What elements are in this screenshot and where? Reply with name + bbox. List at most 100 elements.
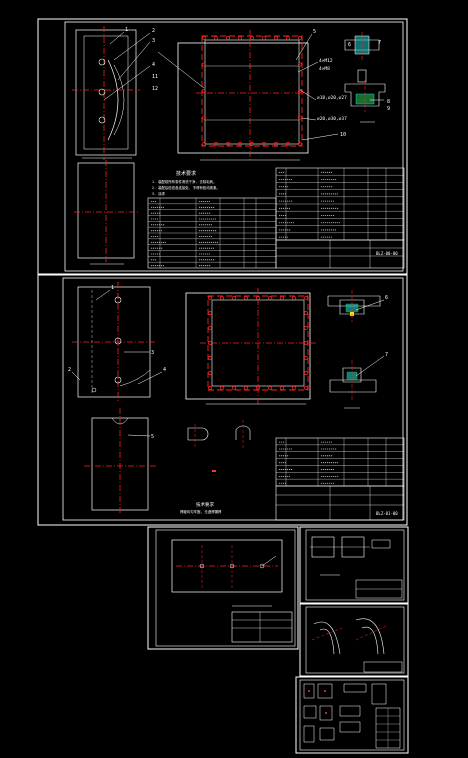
callout: 4×M8 xyxy=(319,66,330,72)
parts-list-right xyxy=(275,167,405,241)
bolt-hole xyxy=(244,296,248,300)
notes-title: 技术要求 xyxy=(196,501,214,508)
bolt-hole xyxy=(226,36,230,40)
leader-lines xyxy=(71,289,385,437)
parts-list-sheet2 xyxy=(275,437,405,487)
detail-view-block xyxy=(329,360,377,409)
bolt-hole xyxy=(262,142,266,146)
part-drawing-4 xyxy=(299,526,409,604)
callout: 4×M12 xyxy=(319,58,333,64)
bolt-hole xyxy=(238,142,242,146)
bolt-hole xyxy=(298,115,302,120)
leader-label: 2 xyxy=(68,367,71,373)
bolt-hole xyxy=(208,311,212,315)
bolt-hole xyxy=(244,386,248,390)
parts-list-rows xyxy=(148,198,276,268)
detail-view-section xyxy=(344,80,386,123)
callout: ∅18,∅20,∅27 xyxy=(317,95,347,101)
bolt-hole xyxy=(208,326,212,330)
bolt-hole xyxy=(304,311,308,315)
side-view xyxy=(72,26,140,160)
leader-label: 1 xyxy=(125,27,128,33)
bolt-hole xyxy=(256,296,260,300)
leader-label: 2 xyxy=(152,28,155,34)
bolt-hole xyxy=(268,296,272,300)
bolt-hole xyxy=(232,386,236,390)
bolt-hole xyxy=(238,36,242,40)
parts-list-rows xyxy=(276,168,404,240)
leader-label: 6 xyxy=(348,42,351,48)
sheet-2-inner-frame xyxy=(62,277,404,521)
callout: ∅20,∅30,∅37 xyxy=(317,116,347,122)
bolt-hole xyxy=(208,386,212,390)
bolt-hole-group xyxy=(208,296,308,390)
bolt-hole xyxy=(262,36,266,40)
bolt-hole xyxy=(304,341,308,345)
leader-label: 4 xyxy=(163,367,166,373)
part-drawing-6 xyxy=(295,676,409,754)
note-line: 2. 装配后检查各连接处, 不得有松动现象。 xyxy=(152,185,220,190)
bolt-hole xyxy=(202,115,206,120)
bolt-hole xyxy=(202,36,206,40)
plate-view-lower xyxy=(84,408,156,515)
leader-label: 4 xyxy=(152,62,155,68)
assembly-drawing-2: 1 2 3 4 5 6 7 技术要求 焊缝均匀牢固, 无虚焊漏焊 BLZ-01-… xyxy=(37,274,408,526)
bolt-hole xyxy=(304,386,308,390)
bolt-hole xyxy=(292,296,296,300)
sheet-2-border xyxy=(37,274,408,526)
title-block-2: BLZ-01-00 xyxy=(275,485,405,521)
bolt-hole xyxy=(208,341,212,345)
bolt-hole xyxy=(298,142,302,146)
bolt-hole xyxy=(280,296,284,300)
bolt-hole xyxy=(202,142,206,146)
bolt-hole xyxy=(274,142,278,146)
bolt-hole-group xyxy=(202,36,302,146)
detail-view-clamp xyxy=(327,290,381,322)
part-drawing-5 xyxy=(299,603,409,677)
plate-view xyxy=(72,282,156,402)
title-block-1: BLZ-00-00 xyxy=(275,239,405,269)
note-line: 3. 涂漆 xyxy=(152,191,166,196)
leader-label: 5 xyxy=(313,29,316,35)
bolt-hole xyxy=(268,386,272,390)
leader-label: 10 xyxy=(340,132,346,138)
note-line: 焊缝均匀牢固, 无虚焊漏焊 xyxy=(180,509,222,514)
leader-label: 12 xyxy=(152,86,158,92)
bolt-hole xyxy=(304,371,308,375)
leader-label: 7 xyxy=(378,40,381,46)
bottom-view xyxy=(74,160,140,265)
notes-title: 技术要求 xyxy=(176,170,196,177)
bolt-hole xyxy=(304,296,308,300)
frame-view xyxy=(185,288,316,405)
bolt-hole xyxy=(274,36,278,40)
note-line: 1. 装配前所有零件清洗干净, 去除毛刺。 xyxy=(152,179,216,184)
bolt-hole xyxy=(202,89,206,93)
bolt-hole xyxy=(304,356,308,360)
bolt-hole xyxy=(208,356,212,360)
leader-label: 5 xyxy=(151,434,154,440)
sheet-1-inner-frame xyxy=(64,21,404,272)
bolt-hole xyxy=(214,36,218,40)
bolt-hole xyxy=(250,36,254,40)
parts-list-left xyxy=(147,197,277,269)
leader-label: 7 xyxy=(385,352,388,358)
bolt-hole xyxy=(280,386,284,390)
bolt-hole xyxy=(256,386,260,390)
bolt-hole xyxy=(298,62,302,67)
bolt-hole xyxy=(220,386,224,390)
leader-label: 6 xyxy=(385,295,388,301)
drawing-number: BLZ-00-00 xyxy=(376,251,398,256)
leader-label-set: 1 2 3 4 5 6 7 xyxy=(68,285,388,440)
assembly-drawing-1: 1 2 3 4 5 6 7 8 9 10 11 12 4×M12 4×M8 ∅1… xyxy=(37,18,408,275)
leader-label: 3 xyxy=(151,350,154,356)
part-drawing-3 xyxy=(147,526,299,650)
leader-lines xyxy=(103,31,384,141)
sheet-1-border xyxy=(37,18,408,275)
bolt-hole xyxy=(292,386,296,390)
drawing-number: BLZ-01-00 xyxy=(376,511,398,516)
bolt-hole xyxy=(304,326,308,330)
leader-label: 3 xyxy=(152,38,155,44)
leader-label: 9 xyxy=(387,106,390,112)
